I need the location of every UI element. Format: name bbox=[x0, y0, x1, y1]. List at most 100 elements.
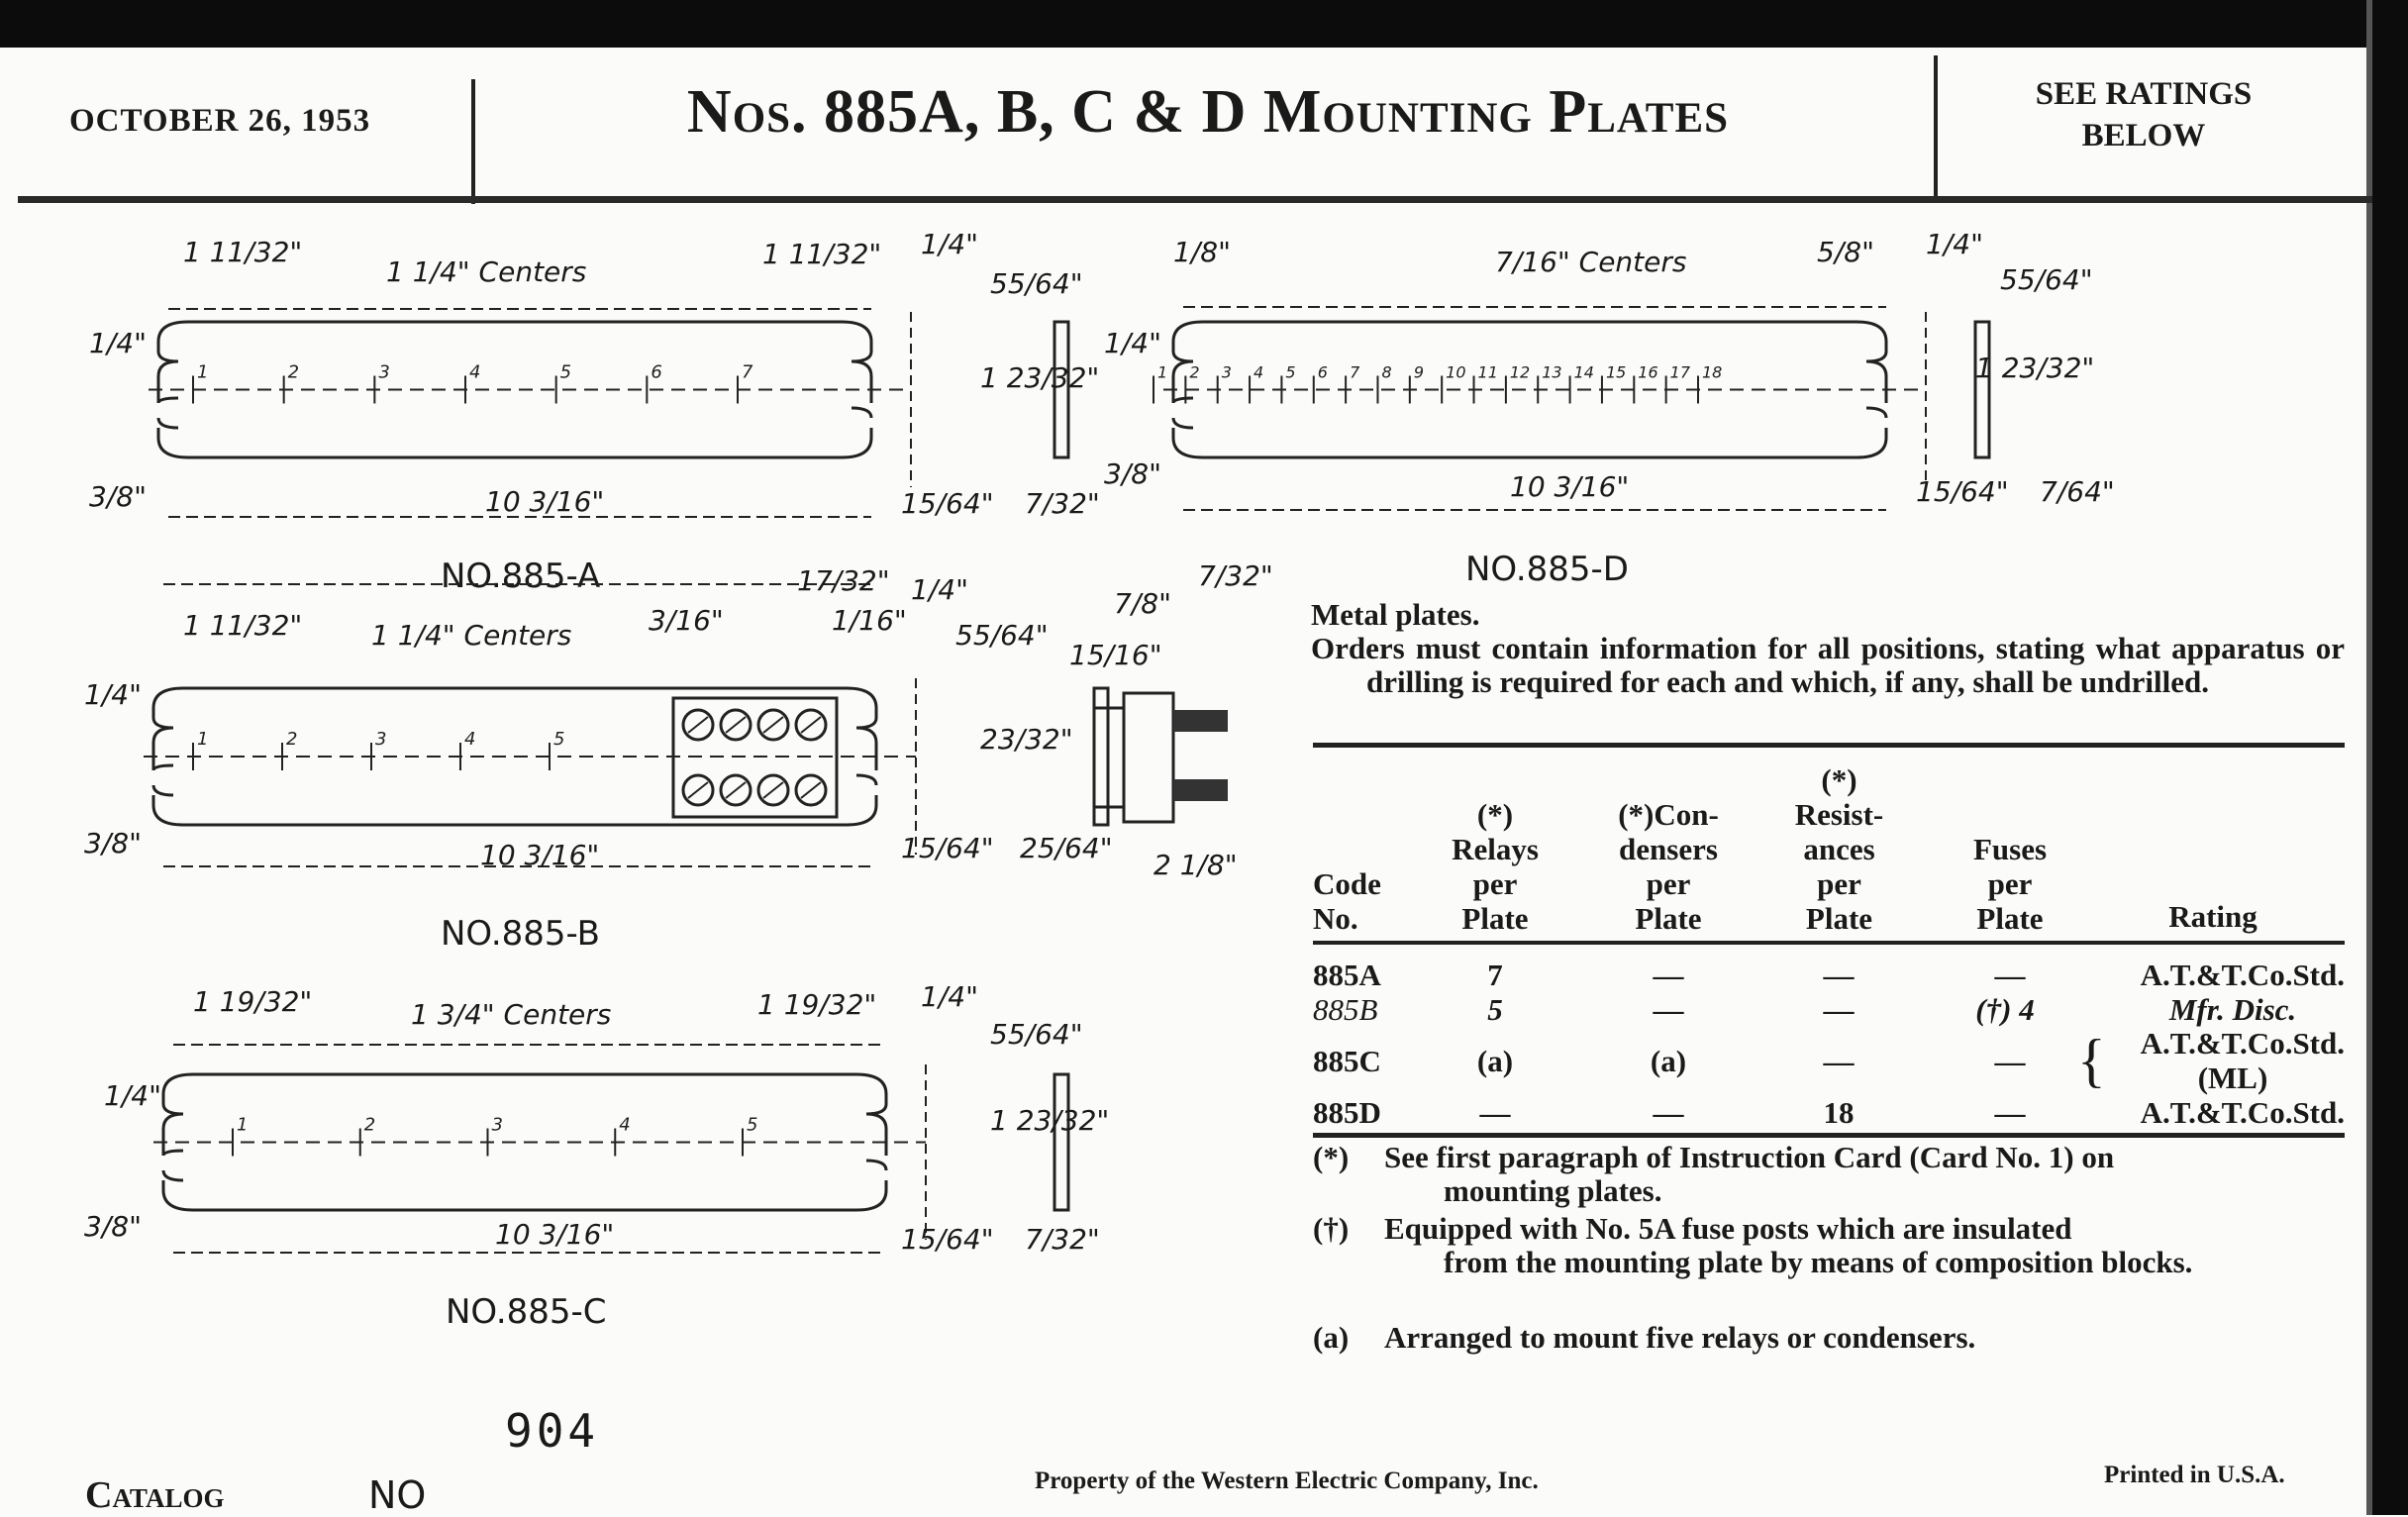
plate-885c-svg: 1 2 3 4 5 bbox=[153, 1044, 1070, 1254]
table-bottom-rule bbox=[1313, 1133, 2345, 1138]
cell-relays: — bbox=[1479, 1095, 1511, 1130]
footnote-mark: (a) bbox=[1313, 1320, 1350, 1355]
footnote-text-cont: mounting plates. bbox=[1444, 1173, 1662, 1208]
dim-top-right-2: 55/64" bbox=[990, 267, 1083, 300]
position-label: 2 bbox=[364, 1115, 375, 1136]
header-fuses-line: Fuses bbox=[1972, 832, 2048, 866]
position-label: 1 bbox=[237, 1115, 248, 1136]
fuse-post-terminal bbox=[1173, 779, 1228, 801]
fuse-block-side bbox=[1122, 691, 1175, 824]
fuse-post-icon bbox=[756, 773, 790, 807]
footnote-dagger: (†)Equipped with No. 5A fuse posts which… bbox=[1313, 1212, 2345, 1279]
position-label: 4 bbox=[619, 1115, 630, 1136]
dim-end-left: 1 11/32" bbox=[183, 609, 303, 642]
cell-code: 885A bbox=[1313, 958, 1381, 992]
cell-fuses: (†) 4 bbox=[1975, 992, 2035, 1027]
position-label: 7 bbox=[742, 362, 753, 383]
plate-side-view bbox=[1053, 1072, 1070, 1212]
dim-centers: 1 3/4" Centers bbox=[411, 998, 612, 1031]
cell-code: 885C bbox=[1313, 1044, 1381, 1078]
position-label: 8 bbox=[1381, 363, 1391, 382]
position-label: 5 bbox=[1285, 363, 1295, 382]
fuse-post-terminal bbox=[1173, 710, 1228, 732]
dim-top-right-1: 1/4" bbox=[921, 980, 978, 1013]
position-label: 9 bbox=[1414, 363, 1424, 382]
position-label: 2 bbox=[1189, 363, 1199, 382]
dim-slot: 1/4" bbox=[1104, 327, 1161, 359]
catalog-label: Catalog bbox=[85, 1474, 225, 1516]
header-rating: Rating bbox=[2109, 899, 2317, 934]
dim-side: 1 23/32" bbox=[980, 361, 1100, 394]
header-relays: (*) Relays per Plate bbox=[1426, 797, 1564, 936]
position-label: 3 bbox=[375, 729, 386, 750]
cell-condensers: (a) bbox=[1650, 1044, 1687, 1078]
position-label: 3 bbox=[1222, 363, 1232, 382]
fuse-post-slot bbox=[725, 716, 747, 734]
footnote-a: (a)Arranged to mount five relays or cond… bbox=[1313, 1321, 2345, 1355]
fuse-post-icon bbox=[794, 773, 828, 807]
dim-top-right-4: 7/8" bbox=[1114, 587, 1171, 620]
footnote-mark: (*) bbox=[1313, 1140, 1350, 1174]
description-line1: Metal plates. bbox=[1311, 597, 1480, 632]
plate-side-view bbox=[1053, 320, 1070, 459]
header-relays-line: Relays bbox=[1452, 832, 1539, 866]
dim-top-right-2: 55/64" bbox=[955, 619, 1049, 652]
cell-code: 885B bbox=[1313, 992, 1378, 1027]
plate-side-view bbox=[1973, 320, 1991, 459]
cell-rating: A.T.&T.Co.Std. bbox=[2140, 958, 2345, 992]
position-label: 5 bbox=[747, 1115, 757, 1136]
dim-length: 10 3/16" bbox=[1510, 470, 1630, 503]
dim-centers: 1 1/4" Centers bbox=[386, 255, 587, 288]
position-label: 13 bbox=[1542, 363, 1561, 382]
cell-fuses: — bbox=[1994, 958, 2026, 992]
cell-resistances: 18 bbox=[1823, 1095, 1855, 1130]
position-label: 15 bbox=[1606, 363, 1626, 382]
dim-slot: 1/4" bbox=[89, 327, 147, 359]
position-label: 16 bbox=[1638, 363, 1657, 382]
cell-fuses: — bbox=[1994, 1095, 2026, 1130]
header-resistances-line: per bbox=[1817, 866, 1861, 901]
fuse-post-slot bbox=[762, 781, 784, 799]
fuse-post-icon bbox=[756, 708, 790, 742]
cell-code: 885D bbox=[1313, 1095, 1381, 1130]
dim-centers: 1 1/4" Centers bbox=[371, 619, 572, 652]
position-label: 2 bbox=[286, 729, 297, 750]
cell-rating: Mfr. Disc. bbox=[2168, 992, 2297, 1027]
printed-notice: Printed in U.S.A. bbox=[2104, 1462, 2285, 1488]
brace-icon: { bbox=[2077, 1028, 2106, 1093]
position-label: 11 bbox=[1478, 363, 1498, 382]
fuse-post-slot bbox=[687, 781, 709, 799]
drawing-caption: NO.885-B bbox=[441, 914, 600, 954]
dim-slot: 1/4" bbox=[84, 678, 142, 711]
position-label: 3 bbox=[492, 1115, 503, 1136]
header-resistances-line: Resist- bbox=[1794, 797, 1884, 832]
header-condensers: (*)Con- densers per Plate bbox=[1589, 797, 1748, 936]
position-label: 5 bbox=[560, 362, 571, 383]
footnote-asterisk: (*)See first paragraph of Instruction Ca… bbox=[1313, 1141, 2345, 1208]
dim-bottom-right-1: 15/64" bbox=[1916, 475, 2009, 508]
dim-bottom-right-3: 2 1/8" bbox=[1154, 849, 1238, 881]
cell-relays: 7 bbox=[1487, 958, 1503, 992]
fuse-post-icon bbox=[794, 708, 828, 742]
fuse-post-icon bbox=[681, 773, 715, 807]
position-label: 12 bbox=[1510, 363, 1530, 382]
fuse-post-slot bbox=[800, 781, 822, 799]
header-relays-line: (*) bbox=[1476, 797, 1514, 832]
footnote-text: Equipped with No. 5A fuse posts which ar… bbox=[1384, 1211, 2072, 1246]
dim-block-1: 3/16" bbox=[649, 604, 724, 637]
catalog-no-label: NO bbox=[368, 1473, 427, 1517]
header-resistances-line: (*) bbox=[1821, 762, 1857, 797]
position-label: 17 bbox=[1670, 363, 1691, 382]
dim-end-right: 1 11/32" bbox=[762, 238, 882, 270]
ratings-note-line2: BELOW bbox=[2081, 118, 2206, 153]
drawing-caption: NO.885-C bbox=[446, 1292, 607, 1332]
header-fuses-line: per bbox=[1987, 866, 2033, 901]
dim-top-right-1: 1/4" bbox=[921, 228, 978, 260]
header-rating-line: Rating bbox=[2168, 899, 2258, 934]
dim-bottom-right-1: 15/64" bbox=[901, 1223, 994, 1256]
ratings-note: SEE RATINGS BELOW bbox=[1956, 73, 2332, 156]
